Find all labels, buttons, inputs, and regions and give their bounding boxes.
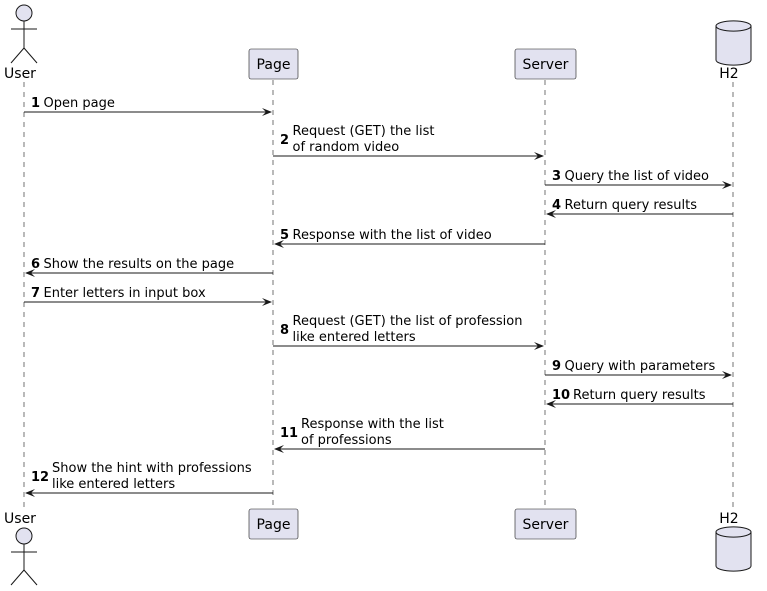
arrowhead-icon xyxy=(534,152,544,160)
database-top-icon xyxy=(715,20,752,66)
arrowhead-icon xyxy=(546,210,556,218)
message-label: Query with parameters xyxy=(565,359,716,374)
message-number: 7 xyxy=(31,286,40,301)
message-label: Response with the list of video xyxy=(293,228,492,243)
message-number: 3 xyxy=(552,169,561,184)
message-number: 5 xyxy=(280,228,289,243)
page-box-bottom xyxy=(248,508,299,540)
message-label: of random video xyxy=(293,140,400,155)
message-number: 11 xyxy=(280,426,298,441)
message-number: 2 xyxy=(280,133,289,148)
user-label-bottom: User xyxy=(4,511,36,527)
db-label-top: H2 xyxy=(719,66,738,82)
arrowhead-icon xyxy=(274,240,284,248)
arrowhead-icon xyxy=(25,269,35,277)
message-label: Response with the list xyxy=(301,417,444,432)
message-label: Return query results xyxy=(573,388,706,403)
message-label: Show the hint with professions xyxy=(52,461,252,476)
message-label: Enter letters in input box xyxy=(44,286,206,301)
message-label: like entered letters xyxy=(52,477,175,492)
server-label-bottom: Server xyxy=(523,517,569,533)
arrowhead-icon xyxy=(722,181,732,189)
arrowhead-icon xyxy=(262,298,272,306)
user-actor-top-icon xyxy=(10,4,38,64)
message-number: 9 xyxy=(552,359,561,374)
message-number: 10 xyxy=(552,388,570,403)
page-label-top: Page xyxy=(257,57,291,73)
message-number: 8 xyxy=(280,323,289,338)
message-3: 3 Query the list of video xyxy=(545,169,732,189)
message-4: 4 Return query results xyxy=(546,198,733,218)
message-1: 1 Open page xyxy=(24,96,272,116)
server-box-top xyxy=(514,48,577,80)
message-number: 4 xyxy=(552,198,561,213)
arrowhead-icon xyxy=(25,489,35,497)
arrowhead-icon xyxy=(274,445,284,453)
page-label-bottom: Page xyxy=(257,517,291,533)
message-6: 6 Show the results on the page xyxy=(25,257,273,277)
message-number: 1 xyxy=(31,96,40,111)
message-label: Request (GET) the list xyxy=(293,124,435,139)
server-box-bottom xyxy=(514,508,577,540)
message-label: Open page xyxy=(44,96,115,111)
message-label: Request (GET) the list of profession xyxy=(293,314,523,329)
arrowhead-icon xyxy=(546,400,556,408)
message-label: like entered letters xyxy=(293,330,416,345)
message-8: 8 Request (GET) the list of professionlik… xyxy=(273,314,544,350)
arrowhead-icon xyxy=(262,108,272,116)
db-label-bottom: H2 xyxy=(719,511,738,527)
message-number: 6 xyxy=(31,257,40,272)
server-label-top: Server xyxy=(523,57,569,73)
user-label-top: User xyxy=(4,66,36,82)
message-label: Query the list of video xyxy=(565,169,710,184)
arrowhead-icon xyxy=(534,342,544,350)
message-9: 9 Query with parameters xyxy=(545,359,732,379)
message-5: 5 Response with the list of video xyxy=(274,228,545,248)
message-label: Return query results xyxy=(565,198,698,213)
message-number: 12 xyxy=(31,470,49,485)
message-label: Show the results on the page xyxy=(44,257,235,272)
page-box-top xyxy=(248,48,299,80)
arrowhead-icon xyxy=(722,371,732,379)
message-7: 7 Enter letters in input box xyxy=(24,286,272,306)
message-label: of professions xyxy=(301,433,392,448)
user-actor-bottom-icon xyxy=(10,527,38,586)
database-bottom-icon xyxy=(715,526,752,572)
